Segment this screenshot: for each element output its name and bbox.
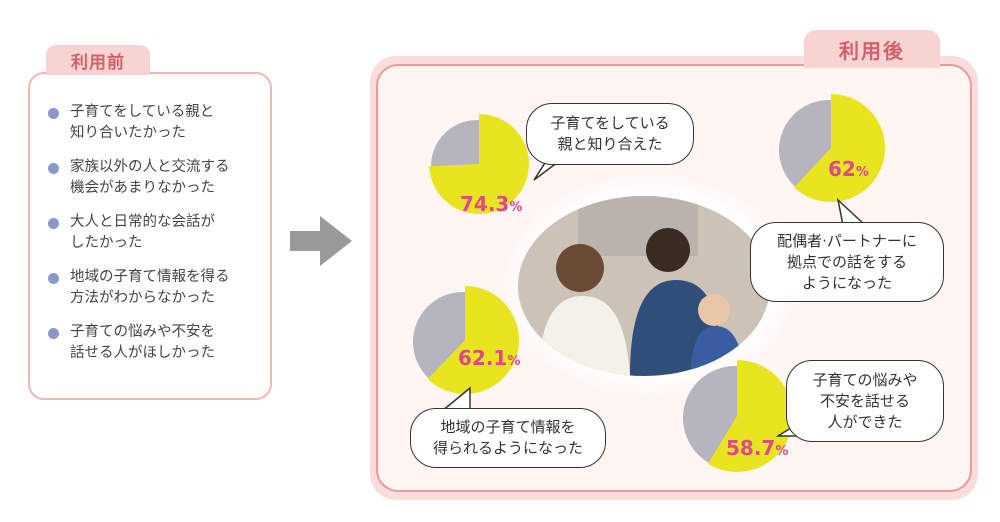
pie-chart-4 [683,360,793,472]
pie-label-3: 62.1% [458,346,520,370]
before-title: 利用前 [46,45,150,75]
arrow-right-icon [290,216,352,266]
before-item: 大人と日常的な会話が したかった [48,212,270,254]
bullet-dot [48,328,59,339]
pie-label-2: 62% [828,157,869,181]
pie-slice-4 [707,360,793,472]
pie-unit-2: % [855,165,869,180]
caption-bubble-3: 地域の子育て情報を 得られるようになった [410,408,606,468]
before-item-text: 家族以外の人と交流する 機会があまりなかった [70,159,230,196]
caption-bubble-4: 子育ての悩みや 不安を話せる 人ができた [786,360,944,442]
caption-bubble-1: 子育てをしている 親と知り合えた [526,103,694,165]
pie-unit-3: % [507,354,521,369]
before-item: 地域の子育て情報を得る 方法がわからなかった [48,267,270,309]
caption-bubble-2: 配偶者·パートナーに 拠点での話をする ようになった [750,222,944,302]
before-item-text: 子育てをしている親と 知り合いたかった [70,104,215,141]
pie-chart-1 [429,114,529,214]
bullet-dot [48,108,59,119]
before-item: 子育ての悩みや不安を 話せる人がほしかった [48,322,270,364]
pie-slice-1 [429,114,529,214]
pie-unit-1: % [509,200,523,215]
pie-value-2: 62 [828,157,856,181]
pie-chart-2 [779,94,886,202]
pie-slice-2 [794,94,886,202]
pie-slice-3 [427,286,520,394]
pie-value-4: 58.7 [726,436,776,460]
after-title: 利用後 [804,30,940,68]
pie-chart-3 [413,286,520,394]
before-list: 子育てをしている親と 知り合いたかった 家族以外の人と交流する 機会があまりなか… [30,74,270,364]
bullet-dot [48,273,59,284]
pie-label-1: 74.3% [460,192,522,216]
before-item-text: 子育ての悩みや不安を 話せる人がほしかった [70,324,215,361]
pie-value-1: 74.3 [460,192,510,216]
before-item: 子育てをしている親と 知り合いたかった [48,102,270,144]
pie-label-4: 58.7% [726,436,788,460]
bullet-dot [48,163,59,174]
before-item-text: 地域の子育て情報を得る 方法がわからなかった [70,269,230,306]
photo-parents-and-child [518,196,770,376]
pie-value-3: 62.1 [458,346,508,370]
before-item-text: 大人と日常的な会話が したかった [70,214,215,251]
pie-unit-4: % [775,444,789,459]
before-item: 家族以外の人と交流する 機会があまりなかった [48,157,270,199]
bullet-dot [48,218,59,229]
before-panel: 子育てをしている親と 知り合いたかった 家族以外の人と交流する 機会があまりなか… [28,72,272,400]
